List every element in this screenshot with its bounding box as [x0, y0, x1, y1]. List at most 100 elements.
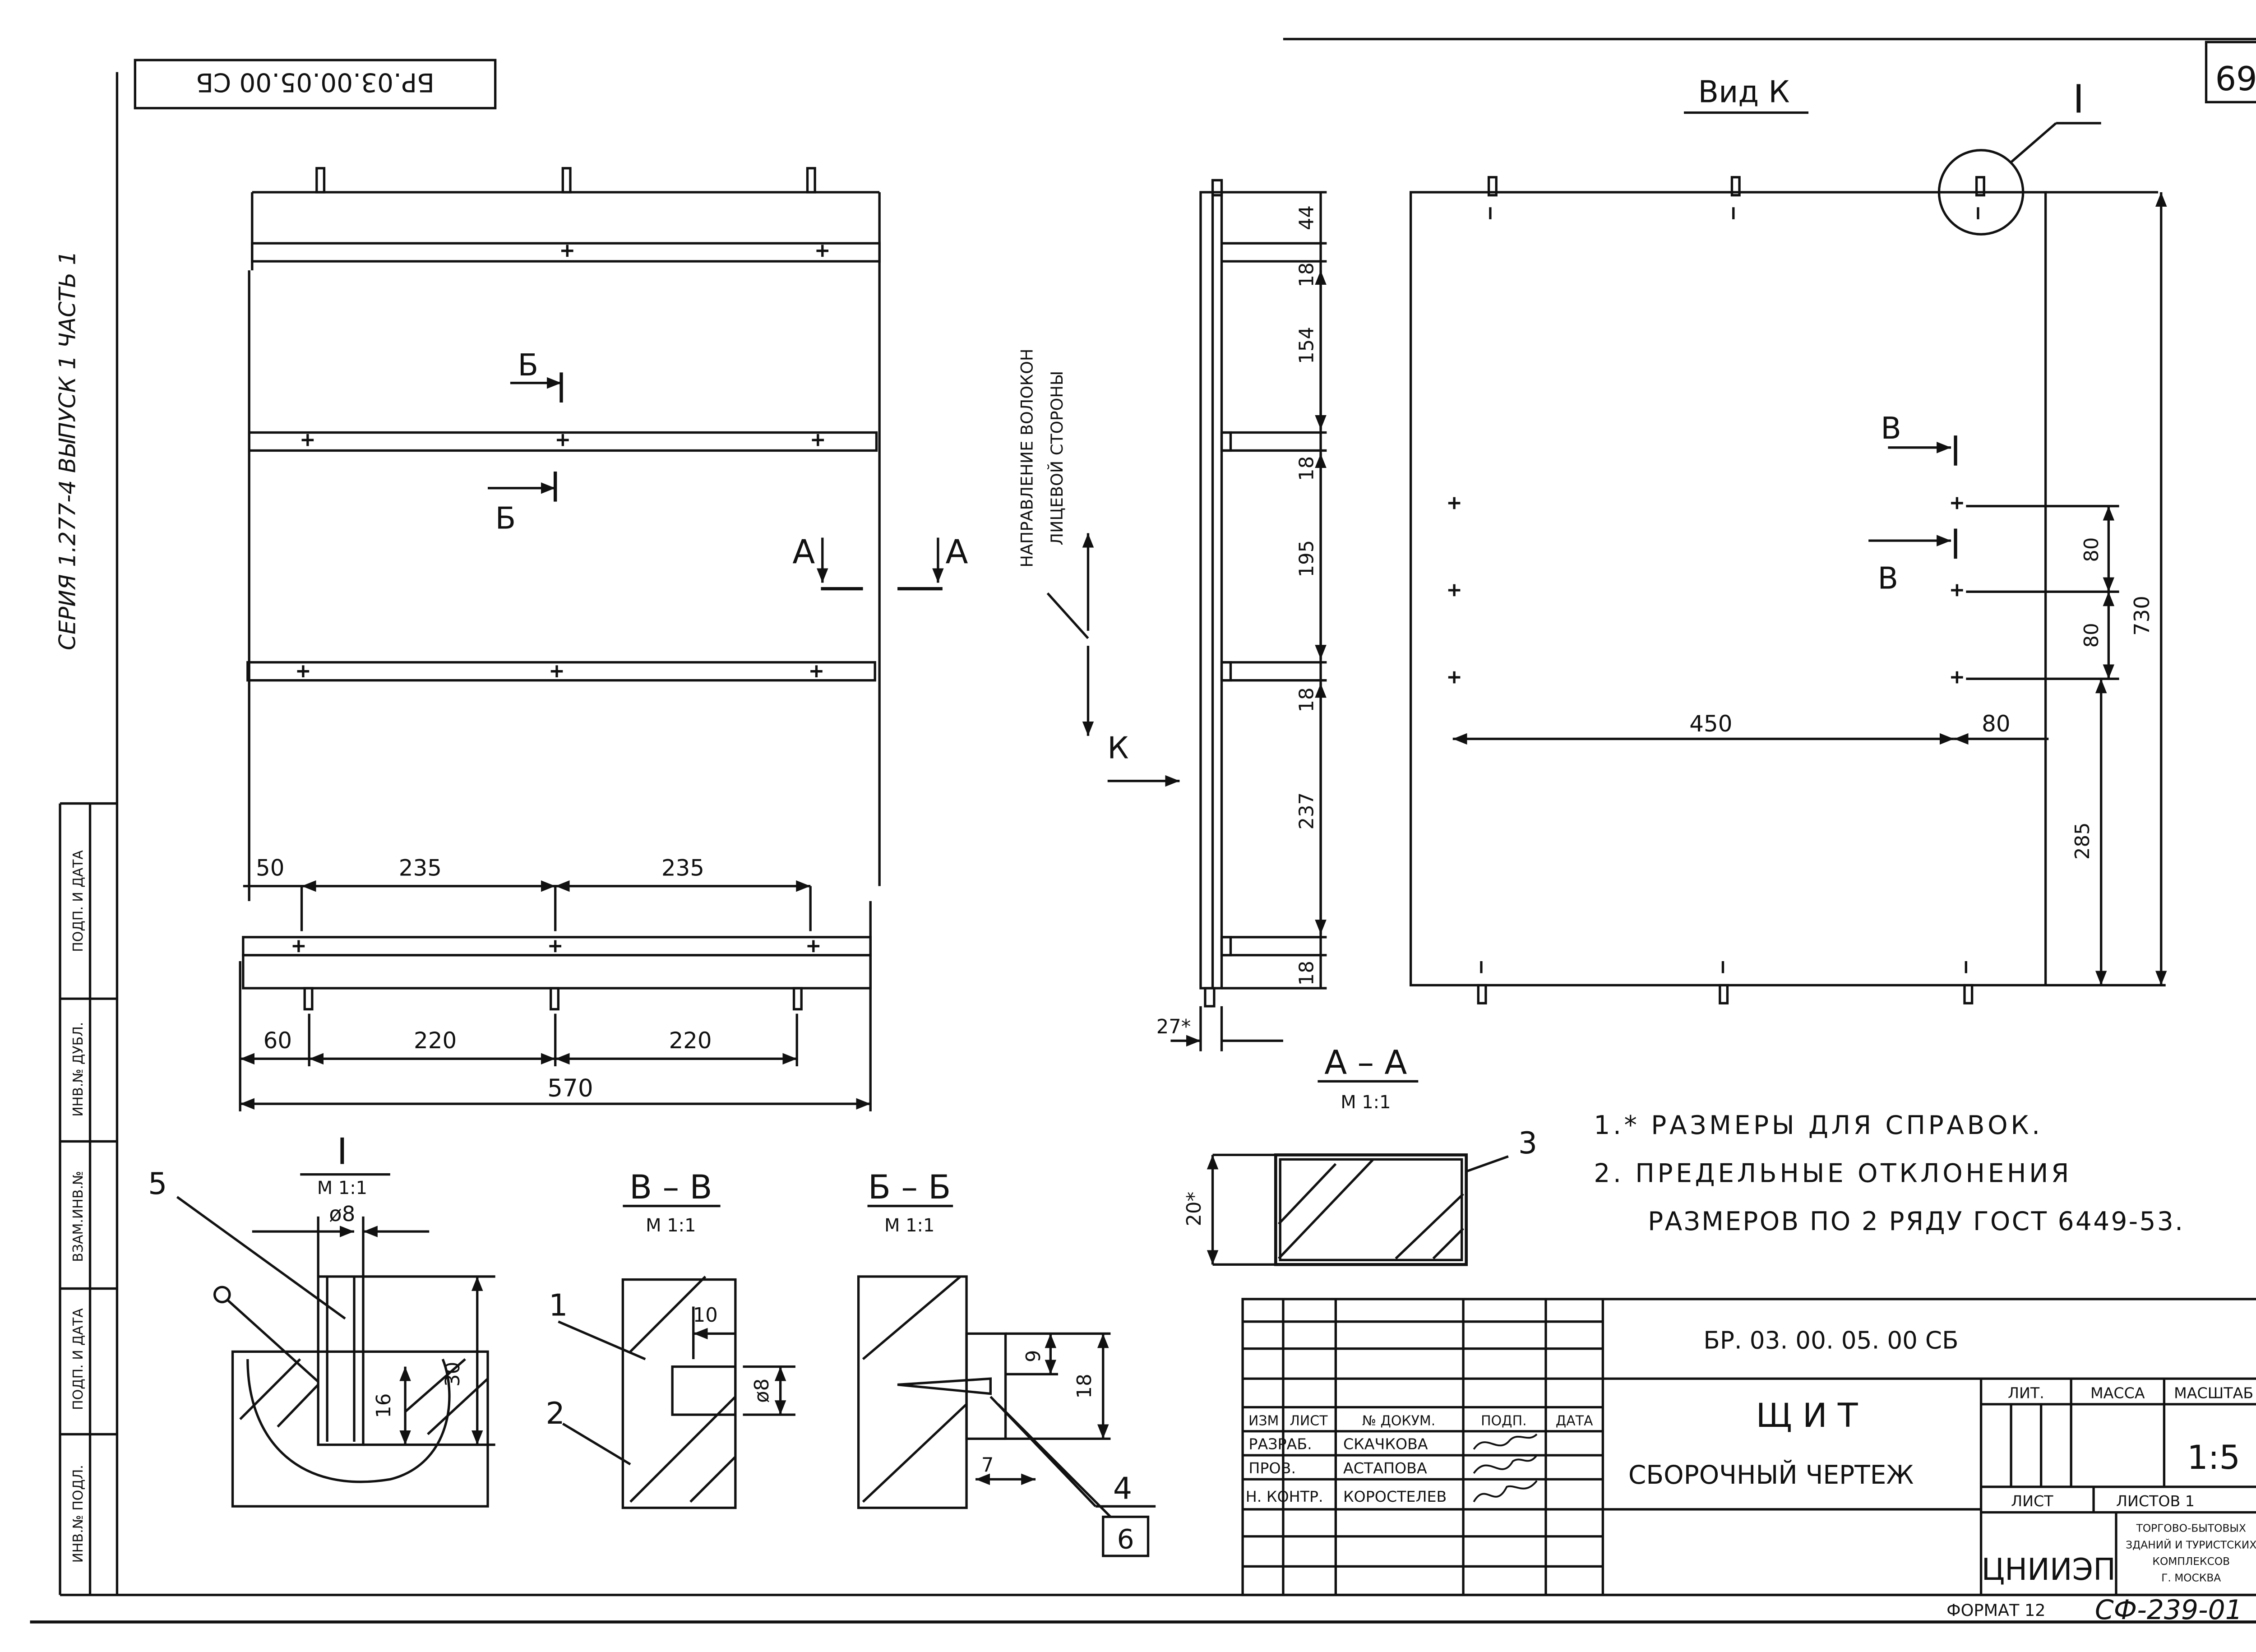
tb-r2-name: АСТАПОВА — [1343, 1459, 1427, 1477]
signature-3 — [1473, 1480, 1538, 1503]
section-a-label-1: А — [792, 533, 815, 571]
dim-80-b: 80 — [2080, 623, 2103, 648]
tb-lit: ЛИТ. — [2008, 1384, 2044, 1402]
pos-1: 1 — [549, 1287, 568, 1323]
section-aa-dim: 20* — [1183, 1192, 1206, 1226]
detail-i-d16: 16 — [373, 1393, 395, 1418]
side-dim-195: 195 — [1295, 540, 1318, 578]
dim-50: 50 — [256, 855, 284, 881]
format-label: ФОРМАТ 12 — [1946, 1601, 2045, 1620]
dim-60: 60 — [264, 1027, 292, 1054]
dim-220-a: 220 — [414, 1027, 457, 1054]
tb-h-list: ЛИСТ — [1290, 1413, 1328, 1429]
pos-3: 3 — [1518, 1125, 1537, 1161]
detail-i-scale: М 1:1 — [317, 1178, 367, 1199]
tb-code: БР. 03. 00. 05. 00 СБ — [1703, 1327, 1958, 1355]
tb-h-izm: ИЗМ — [1248, 1413, 1279, 1429]
fiber-note-2: ЛИЦЕВОЙ СТОРОНЫ — [1047, 371, 1067, 546]
side-dim-18-b: 18 — [1295, 456, 1318, 481]
note-1: 1.* РАЗМЕРЫ ДЛЯ СПРАВОК. — [1594, 1111, 2043, 1140]
dim-235-a: 235 — [399, 855, 442, 881]
dim-235-b: 235 — [661, 855, 704, 881]
stamp-code: БР.03.00.05.00 СБ — [196, 67, 435, 97]
tb-name-2: СБОРОЧНЫЙ ЧЕРТЕЖ — [1628, 1459, 1914, 1490]
section-vv — [558, 1204, 795, 1509]
dim-285: 285 — [2071, 822, 2094, 860]
detail-i-d30: 30 — [442, 1362, 464, 1387]
side-dim-18-a: 18 — [1295, 263, 1318, 287]
pos-6: 6 — [1117, 1523, 1134, 1555]
signature-2 — [1473, 1454, 1538, 1474]
detail-i-title: I — [337, 1130, 348, 1172]
tb-scale-value: 1:5 — [2187, 1439, 2240, 1477]
tb-massa: МАССА — [2090, 1384, 2145, 1402]
tb-org-3: КОМПЛЕКСОВ — [2152, 1555, 2230, 1568]
side-col-vzam-inv: ВЗАМ.ИНВ.№ — [70, 1171, 86, 1262]
view-k-title: Вид К — [1698, 74, 1789, 109]
tb-r1-name: СКАЧКОВА — [1343, 1435, 1428, 1453]
tb-h-doc: № ДОКУМ. — [1362, 1413, 1435, 1429]
section-aa-scale: М 1:1 — [1341, 1092, 1391, 1113]
section-bb-scale: М 1:1 — [884, 1215, 934, 1236]
side-dim-237: 237 — [1295, 792, 1318, 830]
side-dim-18-c: 18 — [1295, 687, 1318, 712]
main-view — [239, 167, 944, 1111]
dim-450: 450 — [1689, 711, 1732, 737]
note-2: 2. ПРЕДЕЛЬНЫЕ ОТКЛОНЕНИЯ — [1594, 1158, 2072, 1188]
side-thickness: 27* — [1156, 1016, 1191, 1038]
section-vv-dia: ø8 — [751, 1379, 773, 1403]
section-bb-d18: 18 — [1073, 1374, 1096, 1398]
tb-org-4: Г. МОСКВА — [2161, 1572, 2221, 1584]
section-v-label-1: В — [1881, 411, 1901, 446]
tb-r1-role: РАЗРАБ. — [1248, 1435, 1312, 1453]
section-v-label-2: В — [1878, 561, 1899, 596]
signature-1 — [1473, 1433, 1538, 1450]
pos-2: 2 — [546, 1396, 565, 1431]
title-block — [1241, 1298, 2256, 1596]
tb-h-data: ДАТА — [1556, 1413, 1593, 1429]
tb-name-1: Щ И Т — [1756, 1397, 1858, 1435]
note-3: РАЗМЕРОВ ПО 2 РЯДУ ГОСТ 6449-53. — [1648, 1207, 2184, 1236]
tb-masshtab: МАСШТАБ — [2174, 1384, 2253, 1402]
side-view — [1046, 179, 1327, 1051]
dim-570: 570 — [547, 1074, 593, 1102]
side-col-podp-data-1: ПОДП. И ДАТА — [70, 850, 86, 952]
tb-r3-name: КОРОСТЕЛЕВ — [1343, 1488, 1447, 1505]
detail-i — [176, 1173, 495, 1508]
section-vv-title: В – В — [629, 1168, 712, 1207]
detail-i-dia: ø8 — [329, 1202, 355, 1226]
callout-I: I — [2073, 77, 2085, 122]
section-b-label-1: Б — [518, 347, 539, 383]
dim-80-h: 80 — [1982, 711, 2010, 737]
dim-730: 730 — [2130, 596, 2154, 636]
dim-80-a: 80 — [2080, 537, 2103, 562]
tb-h-podp: ПОДП. — [1481, 1413, 1526, 1429]
side-dim-154: 154 — [1295, 327, 1318, 364]
tb-list: ЛИСТ — [2011, 1492, 2053, 1510]
sheet-frame — [30, 37, 2256, 1624]
side-dim-44: 44 — [1295, 205, 1318, 230]
section-bb-d9: 9 — [1022, 1350, 1045, 1363]
view-k-arrow-label: К — [1107, 731, 1128, 766]
side-series: СЕРИЯ 1.277-4 ВЫПУСК 1 ЧАСТЬ 1 — [54, 251, 80, 650]
section-bb-title: Б – Б — [868, 1168, 951, 1207]
page-number: 69 — [2215, 58, 2256, 96]
section-a-label-2: А — [946, 533, 968, 571]
fiber-note-1: НАПРАВЛЕНИЕ ВОЛОКОН — [1017, 349, 1036, 568]
section-b-label-2: Б — [495, 501, 516, 536]
section-aa-title: А – А — [1324, 1044, 1407, 1082]
tb-r3-role: Н. КОНТР. — [1246, 1488, 1323, 1505]
section-aa — [1207, 1080, 1509, 1266]
tb-org-2: ЗДАНИЙ И ТУРИСТСКИХ — [2126, 1538, 2256, 1551]
section-bb — [857, 1204, 1156, 1557]
pos-4: 4 — [1113, 1471, 1132, 1506]
view-k — [1409, 111, 2167, 1004]
side-columns — [59, 802, 117, 1595]
tb-r2-role: ПРОВ. — [1248, 1459, 1296, 1477]
bottom-code: СФ-239-01 — [2095, 1594, 2242, 1626]
dim-220-b: 220 — [669, 1027, 712, 1054]
side-col-podp-data-2: ПОДП. И ДАТА — [70, 1308, 86, 1410]
side-col-inv-dubl: ИНВ.№ ДУБЛ. — [70, 1022, 86, 1117]
tb-org-1: ТОРГОВО-БЫТОВЫХ — [2136, 1522, 2246, 1535]
